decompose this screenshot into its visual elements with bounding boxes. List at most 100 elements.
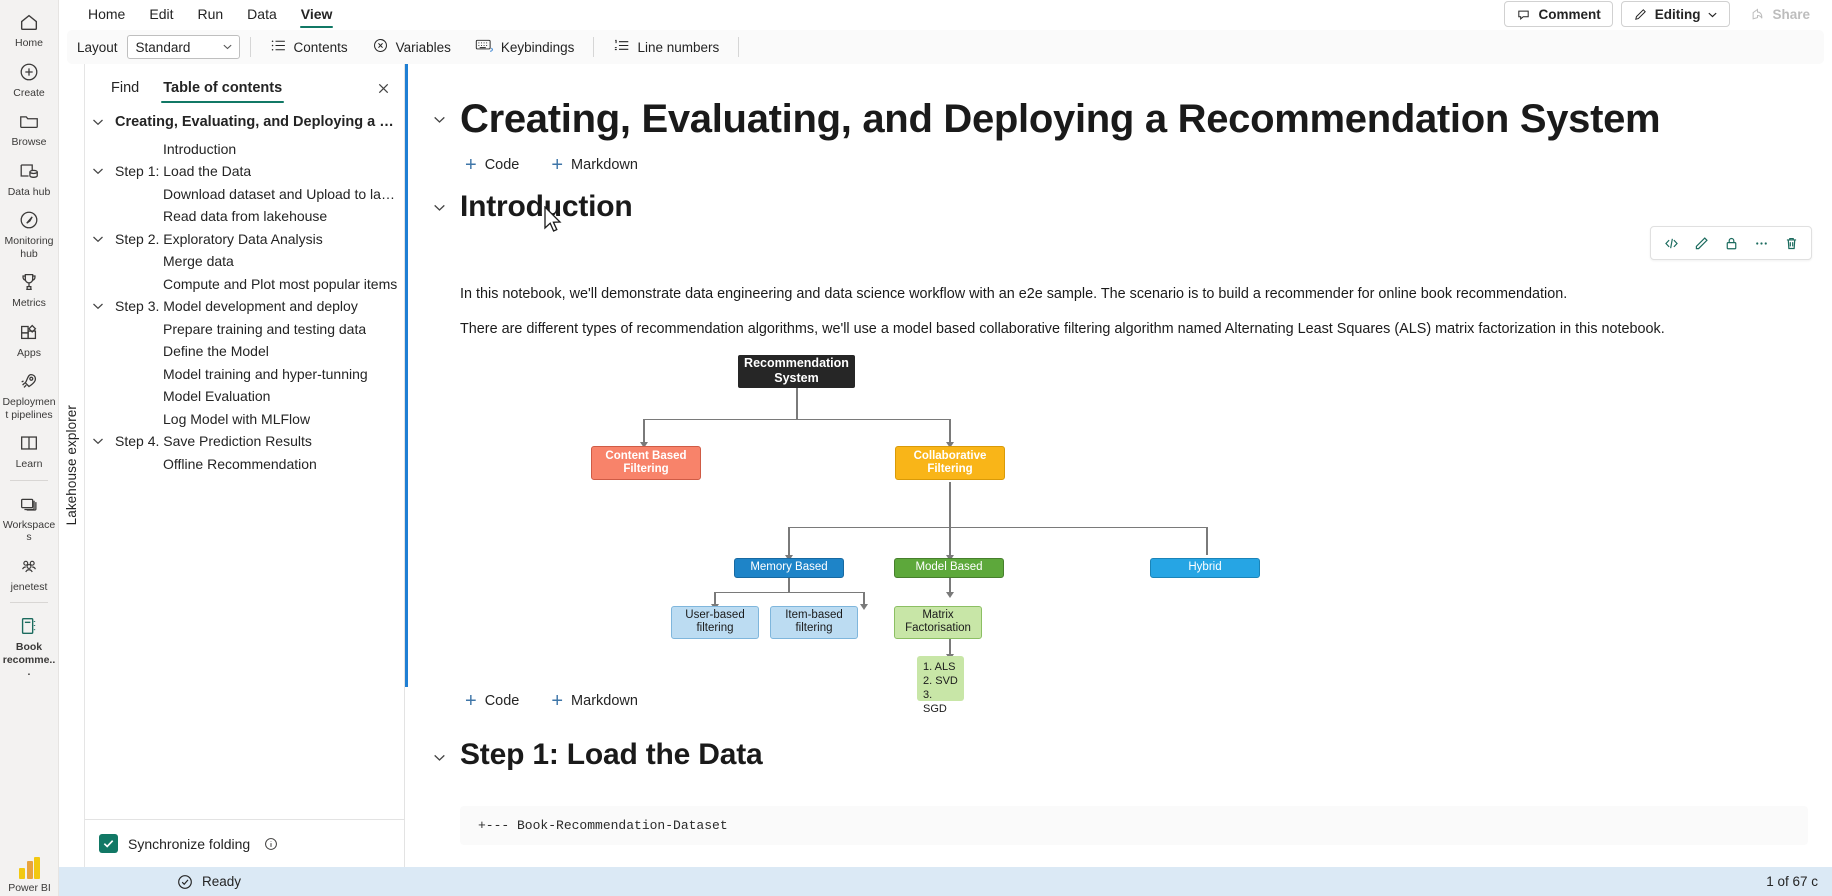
layers-icon: [17, 492, 41, 516]
rail-label: jenetest: [10, 580, 48, 593]
chevron-down-icon[interactable]: [85, 115, 111, 129]
comment-button[interactable]: Comment: [1504, 1, 1613, 27]
chevron-down-icon[interactable]: [85, 299, 111, 313]
toc-item[interactable]: Merge data: [85, 250, 404, 273]
notebook-content: Creating, Evaluating, and Deploying a Re…: [405, 64, 1832, 867]
collapse-step1-chevron-icon[interactable]: [429, 750, 449, 765]
rail-item-create[interactable]: Create: [0, 54, 59, 104]
tab-view[interactable]: View: [290, 3, 344, 28]
home-icon: [17, 10, 41, 34]
rail-item-workspaces[interactable]: Workspaces: [0, 486, 59, 548]
toc-item-label: Step 4. Save Prediction Results: [115, 433, 312, 450]
status-bar: Ready 1 of 67 c: [59, 867, 1832, 896]
add-code-label: Code: [484, 692, 520, 709]
intro-paragraph-2: There are different types of recommendat…: [460, 321, 1665, 338]
contents-button[interactable]: Contents: [261, 34, 357, 60]
layout-select[interactable]: Standard: [126, 35, 240, 59]
rail-item-home[interactable]: Home: [0, 4, 59, 54]
rail-item-book-recommendation[interactable]: Book recomme...: [0, 608, 59, 683]
rail-item-apps[interactable]: Apps: [0, 314, 59, 364]
toc-item[interactable]: Step 1: Load the Data: [85, 160, 404, 183]
rail-item-deployment-pipelines[interactable]: Deployment pipelines: [0, 363, 59, 425]
tab-home[interactable]: Home: [88, 5, 126, 22]
toc-item-label: Step 2. Exploratory Data Analysis: [115, 230, 323, 247]
diagram-arrow: [945, 441, 954, 448]
toc-item[interactable]: Offline Recommendation: [85, 453, 404, 476]
collapse-title-chevron-icon[interactable]: [429, 112, 449, 127]
chevron-down-icon[interactable]: [85, 232, 111, 246]
toc-item[interactable]: Define the Model: [85, 340, 404, 363]
share-button[interactable]: Share: [1738, 1, 1822, 27]
rail-divider: [10, 602, 48, 603]
toc-item[interactable]: Log Model with MLFlow: [85, 408, 404, 431]
add-markdown-cell-button-2[interactable]: + Markdown: [546, 690, 643, 712]
add-code-cell-button[interactable]: + Code: [460, 154, 524, 176]
rail-item-monitoring-hub[interactable]: Monitoring hub: [0, 202, 59, 264]
chevron-down-icon[interactable]: [85, 434, 111, 448]
line-numbers-button[interactable]: Line numbers: [604, 34, 728, 60]
rail-label: Book recomme...: [2, 641, 56, 678]
edit-pencil-icon[interactable]: [1687, 230, 1715, 256]
left-nav-rail: Home Create Browse Data hub Monitoring h: [0, 0, 59, 896]
toc-item[interactable]: Creating, Evaluating, and Deploying a Re…: [85, 111, 404, 134]
intro-paragraph-1: In this notebook, we'll demonstrate data…: [460, 286, 1568, 303]
delete-icon[interactable]: [1777, 230, 1805, 256]
rail-footer: Power BI: [0, 856, 59, 895]
toc-item[interactable]: Step 3. Model development and deploy: [85, 295, 404, 318]
keybindings-button[interactable]: Keybindings: [466, 34, 584, 60]
more-options-icon[interactable]: [1747, 230, 1775, 256]
toc-item[interactable]: Compute and Plot most popular items: [85, 273, 404, 296]
toc-tab-table-of-contents[interactable]: Table of contents: [151, 76, 294, 105]
add-code-cell-button-2[interactable]: + Code: [460, 690, 524, 712]
toc-item[interactable]: Prepare training and testing data: [85, 318, 404, 341]
lock-icon[interactable]: [1717, 230, 1745, 256]
diagram-connector: [949, 481, 951, 527]
notebook-icon: [17, 614, 41, 638]
plus-icon: +: [551, 154, 564, 177]
add-cell-row: + Code + Markdown: [460, 154, 1832, 176]
rail-item-jenetest[interactable]: jenetest: [0, 548, 59, 598]
rail-item-metrics[interactable]: Metrics: [0, 264, 59, 314]
rail-label: Home: [14, 37, 43, 49]
rail-item-learn[interactable]: Learn: [0, 425, 59, 475]
rail-item-browse[interactable]: Browse: [0, 103, 59, 153]
toc-item[interactable]: Model Evaluation: [85, 385, 404, 408]
toc-header: Find Table of contents: [85, 64, 404, 105]
ready-status-label: Ready: [202, 874, 242, 889]
chevron-down-icon[interactable]: [85, 164, 111, 178]
lakehouse-explorer-strip[interactable]: Lakehouse explorer: [59, 64, 85, 867]
code-view-icon[interactable]: [1657, 230, 1685, 256]
variables-button[interactable]: Variables: [363, 34, 460, 60]
toc-item[interactable]: Read data from lakehouse: [85, 205, 404, 228]
close-icon[interactable]: [371, 76, 396, 101]
add-markdown-cell-button[interactable]: + Markdown: [546, 154, 643, 176]
toc-item[interactable]: Step 4. Save Prediction Results: [85, 430, 404, 453]
introduction-cell: Introduction In this notebook, we'll dem…: [405, 190, 1832, 715]
status-bar-right: 1 of 67 c: [1766, 874, 1832, 889]
diagram-node-matrix-factorisation: Matrix Factorisation: [894, 605, 982, 639]
tab-run[interactable]: Run: [197, 5, 224, 22]
rail-label: Data hub: [7, 185, 51, 198]
code-line: +--- Book-Recommendation-Dataset: [478, 817, 728, 833]
toc-item[interactable]: Download dataset and Upload to lakeh...: [85, 183, 404, 206]
editing-button[interactable]: Editing: [1620, 1, 1731, 27]
toc-item[interactable]: Step 2. Exploratory Data Analysis: [85, 228, 404, 251]
cell-toolbar: [1650, 226, 1812, 261]
toc-tab-find[interactable]: Find: [111, 80, 140, 96]
collapse-introduction-chevron-icon[interactable]: [429, 200, 449, 215]
diagram-connector: [788, 577, 790, 592]
tab-data[interactable]: Data: [247, 5, 277, 22]
toc-item[interactable]: Model training and hyper-tunning: [85, 363, 404, 386]
toolbar-divider: [593, 37, 595, 57]
toc-item[interactable]: Introduction: [85, 138, 404, 161]
toc-item-label: Read data from lakehouse: [163, 208, 328, 225]
info-icon[interactable]: [264, 837, 278, 851]
rail-label: Browse: [11, 136, 47, 148]
step1-code-output[interactable]: +--- Book-Recommendation-Dataset: [460, 805, 1808, 845]
add-code-label: Code: [484, 157, 520, 174]
rail-item-data-hub[interactable]: Data hub: [0, 153, 59, 203]
algo-item: 2. SVD: [923, 674, 958, 687]
tab-edit[interactable]: Edit: [149, 5, 174, 22]
synchronize-folding-checkbox[interactable]: [99, 834, 118, 853]
diagram-arrow: [945, 591, 954, 598]
